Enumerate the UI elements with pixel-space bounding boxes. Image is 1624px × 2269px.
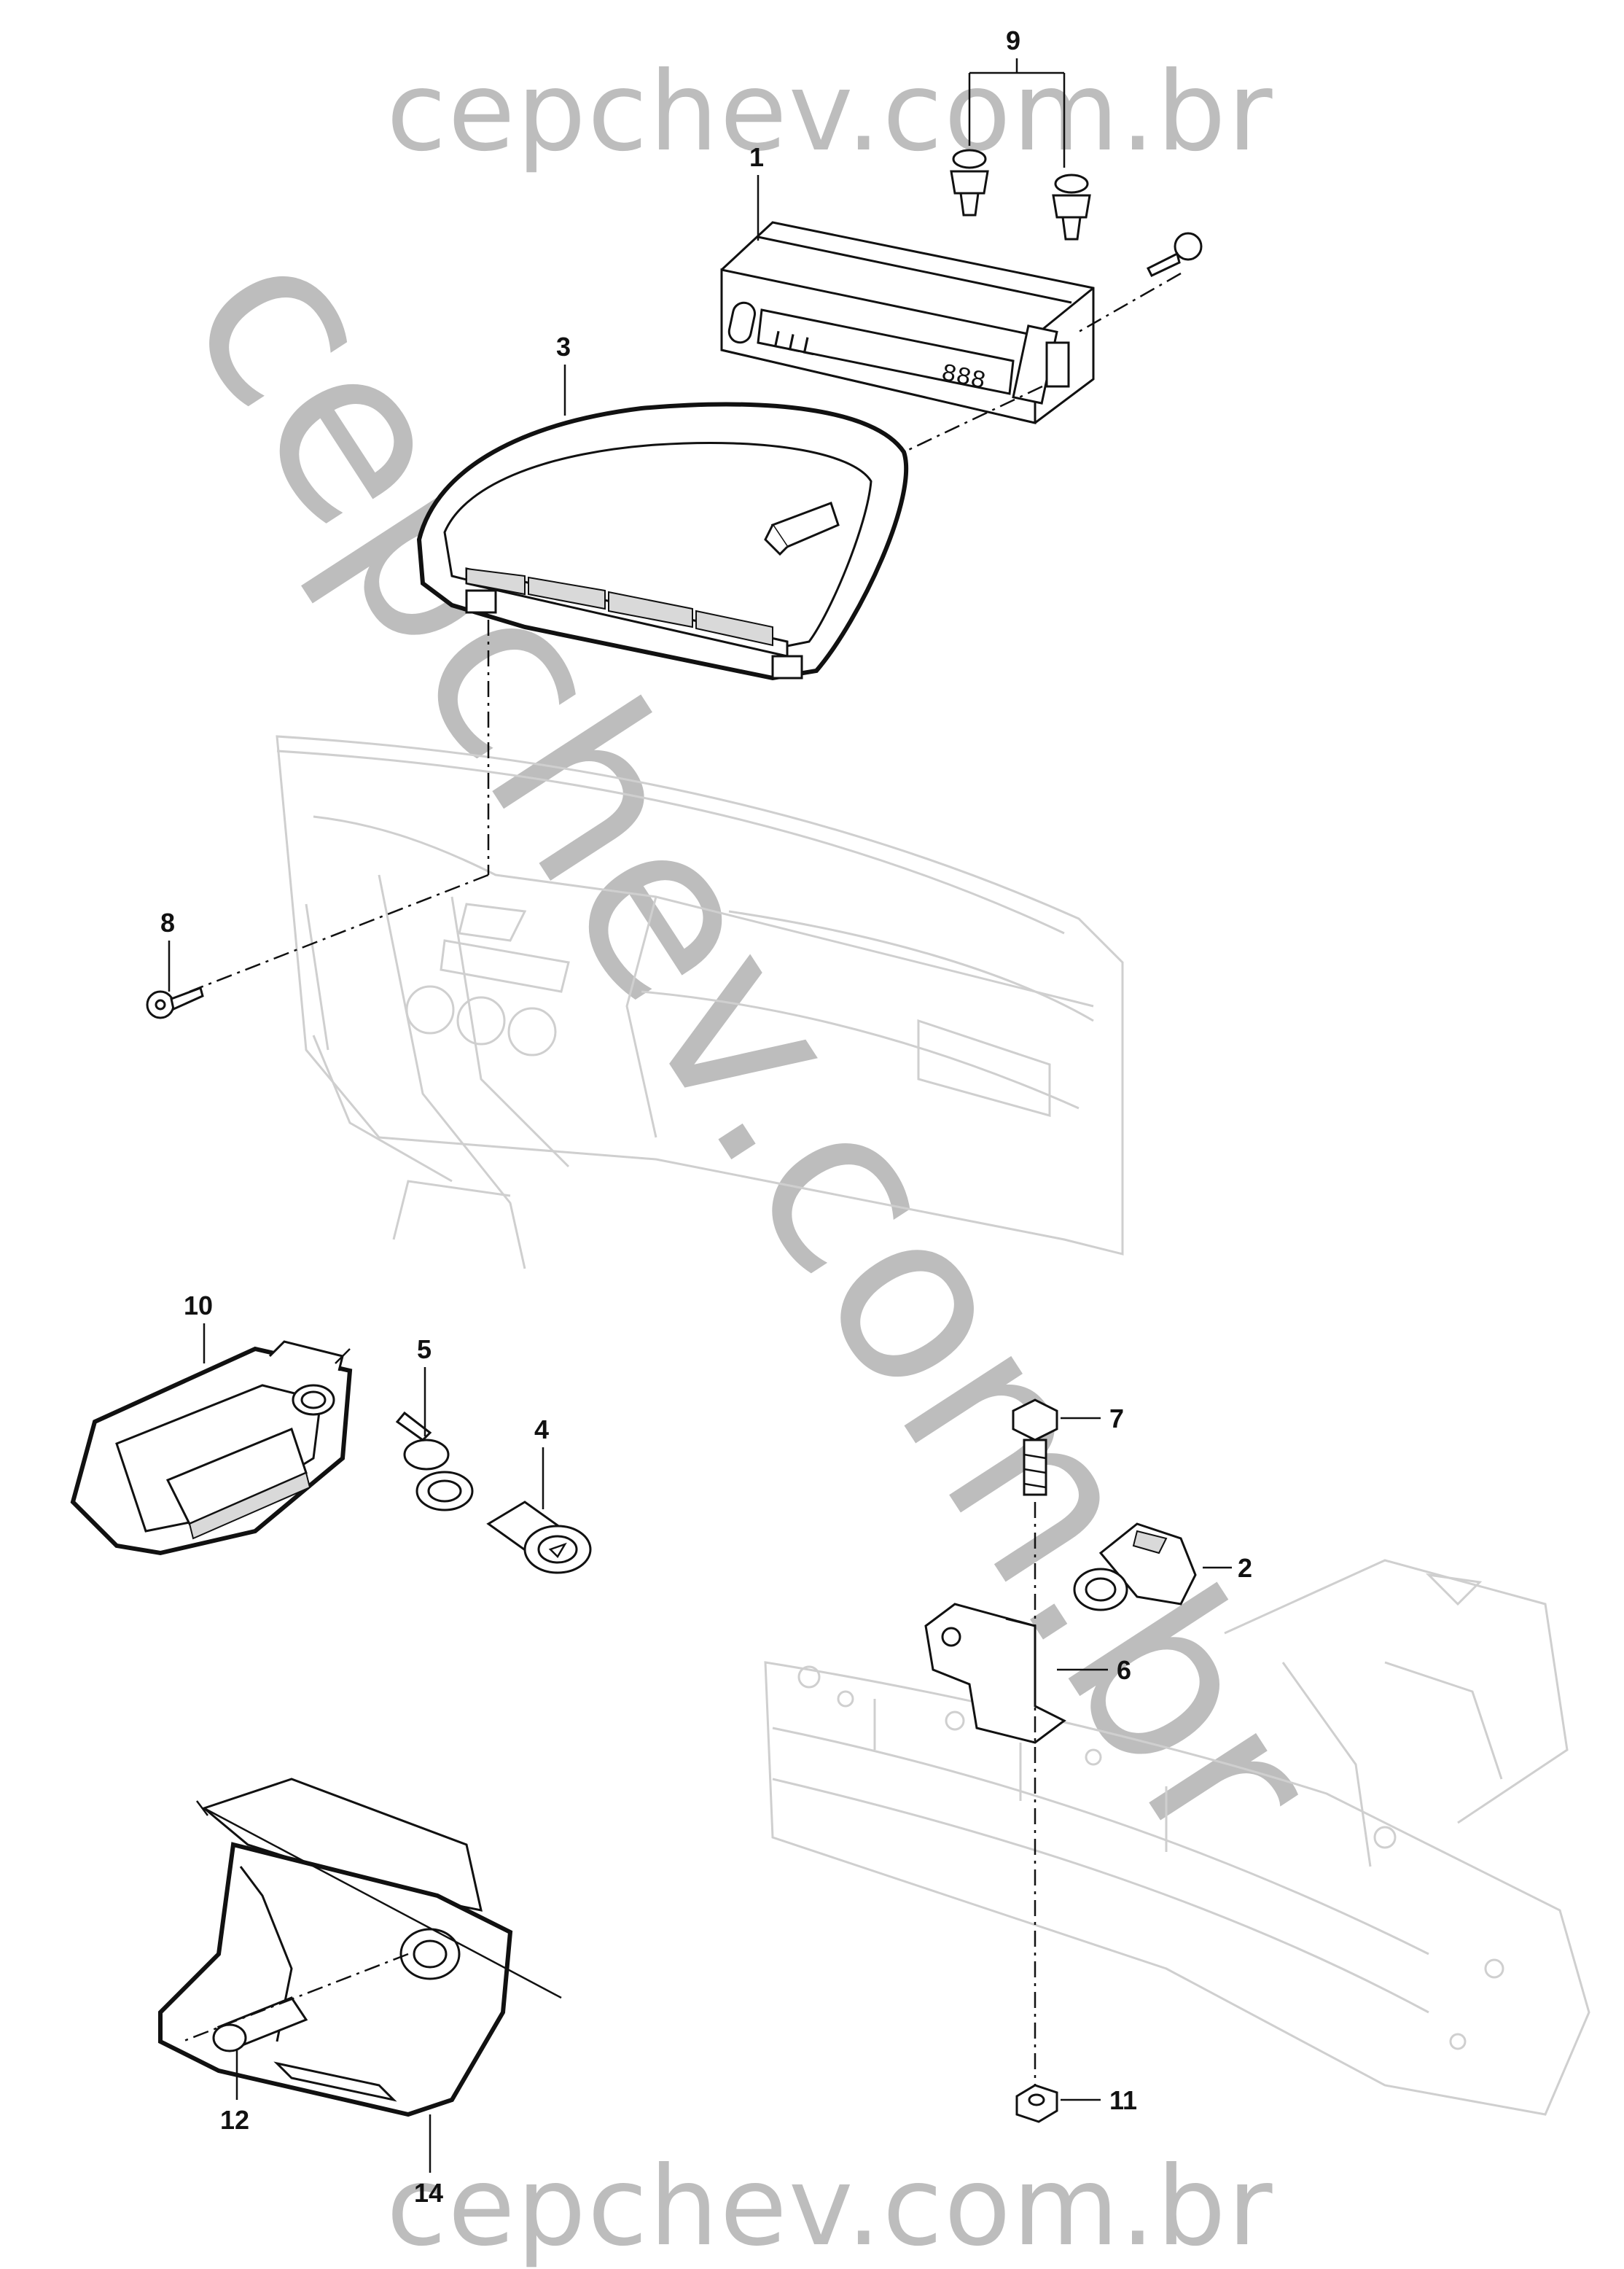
callout-4: 4 (534, 1414, 549, 1444)
watermark-top: cepchev.com.br (386, 49, 1274, 176)
callout-1: 1 (749, 142, 764, 172)
nut-11 (1015, 2084, 1058, 2123)
callout-9: 9 (1006, 26, 1020, 55)
lighter-socket (486, 1501, 592, 1574)
callout-2: 2 (1238, 1553, 1252, 1583)
trip-computer-module: LLL 888 (720, 221, 1095, 424)
callout-3: 3 (556, 332, 571, 362)
callout-14: 14 (414, 2178, 443, 2208)
alignment-lines (181, 272, 1182, 2085)
glovebox-assembly (158, 1778, 562, 2117)
push-fastener-right (1052, 174, 1091, 241)
push-fastener-left (950, 149, 989, 217)
chassis-ghost (764, 1559, 1590, 2116)
callout-7: 7 (1109, 1404, 1124, 1433)
callout-12: 12 (220, 2105, 249, 2135)
callout-8: 8 (160, 908, 175, 938)
screw-upper (1146, 232, 1203, 277)
dashboard-ghost (276, 735, 1124, 1269)
callout-6: 6 (1117, 1655, 1131, 1685)
callout-11: 11 (1109, 2085, 1137, 2115)
ashtray-housing (70, 1340, 353, 1556)
callout-10: 10 (184, 1291, 213, 1320)
callout-leaders (168, 58, 1232, 2173)
callout-numbers: 9 1 3 8 10 5 4 7 2 6 12 14 11 (160, 26, 1252, 2208)
bolt-7 (1012, 1398, 1058, 1496)
sensor-2 (1073, 1522, 1197, 1611)
callout-5: 5 (417, 1334, 432, 1364)
lamp-socket (395, 1411, 474, 1511)
screw-8 (146, 986, 204, 1019)
display-housing (416, 402, 909, 681)
watermark-bottom: cepchev.com.br (386, 2144, 1274, 2269)
